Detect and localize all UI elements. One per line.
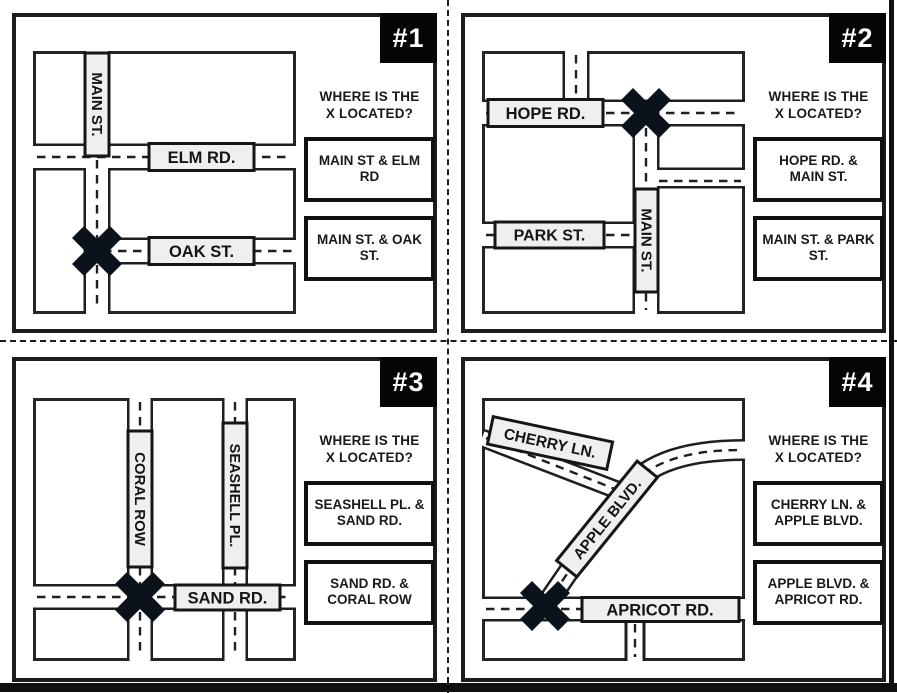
svg-text:PARK ST.: PARK ST. <box>514 228 586 245</box>
page-edge-right <box>889 0 894 686</box>
road-label-coral-row: CORAL ROW <box>126 429 154 569</box>
road-surfaces <box>33 51 296 314</box>
road-casings <box>33 398 296 661</box>
x-marker <box>114 571 166 623</box>
road-surfaces <box>482 431 745 661</box>
x-marker <box>620 87 672 139</box>
worksheet-card-2: #2 <box>461 13 886 333</box>
answer-option-2[interactable]: MAIN ST. & PARK ST. <box>753 215 884 281</box>
road-label-hope-rd: HOPE RD. <box>486 98 605 128</box>
svg-text:APRICOT RD.: APRICOT RD. <box>606 601 713 619</box>
question-panel: WHERE IS THE X LOCATED? HOPE RD. & MAIN … <box>753 17 884 281</box>
answer-option-2[interactable]: APPLE BLVD. & APRICOT RD. <box>753 559 884 625</box>
road-label-main-st: MAIN ST. <box>633 187 660 294</box>
card-number-badge: #4 <box>829 357 886 407</box>
worksheet-card-4: #4 <box>461 357 886 682</box>
question-panel: WHERE IS THE X LOCATED? SEASHELL PL. & S… <box>304 361 435 625</box>
answer-option-1[interactable]: MAIN ST & ELM RD <box>304 136 435 202</box>
road-surfaces <box>33 398 296 661</box>
road-label-park-st: PARK ST. <box>493 220 606 250</box>
question-heading: WHERE IS THE X LOCATED? <box>304 433 435 467</box>
worksheet-card-3: #3 CORAL ROW <box>12 357 437 682</box>
road-surfaces <box>482 51 745 314</box>
road-centerlines <box>485 436 742 657</box>
question-heading: WHERE IS THE X LOCATED? <box>753 89 884 123</box>
svg-text:SEASHELL PL.: SEASHELL PL. <box>226 444 242 548</box>
road-label-oak-st: OAK ST. <box>147 236 256 266</box>
question-line-2: X LOCATED? <box>325 105 414 121</box>
card-number-badge: #2 <box>829 13 886 63</box>
question-line-2: X LOCATED? <box>774 105 863 121</box>
road-centerlines <box>37 402 292 657</box>
map-frame <box>33 398 296 661</box>
street-map-4: CHERRY LN. APPLE BLVD. APRICOT RD. <box>482 398 745 661</box>
street-map-1: MAIN ST. ELM RD. OAK ST. <box>33 51 296 314</box>
vertical-cut-line <box>447 0 449 693</box>
road-label-main-st: MAIN ST. <box>83 51 111 158</box>
question-line-2: X LOCATED? <box>325 449 414 465</box>
road-label-apricot-rd: APRICOT RD. <box>580 596 741 623</box>
road-label-sand-rd: SAND RD. <box>173 583 282 612</box>
question-line-1: WHERE IS THE <box>768 433 869 448</box>
answer-option-2[interactable]: SAND RD. & CORAL ROW <box>304 559 435 625</box>
answer-option-2[interactable]: MAIN ST. & OAK ST. <box>304 215 435 281</box>
question-line-1: WHERE IS THE <box>768 89 869 104</box>
road-label-elm-rd: ELM RD. <box>147 142 256 172</box>
svg-text:CORAL ROW: CORAL ROW <box>131 452 148 547</box>
road-casings <box>482 429 745 661</box>
answer-option-1[interactable]: SEASHELL PL. & SAND RD. <box>304 480 435 546</box>
road-centerlines <box>37 55 292 310</box>
road-label-seashell-pl: SEASHELL PL. <box>221 421 249 570</box>
question-heading: WHERE IS THE X LOCATED? <box>304 89 435 123</box>
question-panel: WHERE IS THE X LOCATED? MAIN ST & ELM RD… <box>304 17 435 281</box>
answer-option-1[interactable]: HOPE RD. & MAIN ST. <box>753 136 884 202</box>
map-frame <box>482 398 745 661</box>
page-edge-bottom <box>0 683 897 692</box>
road-casings <box>33 51 296 314</box>
svg-text:OAK ST.: OAK ST. <box>169 243 234 261</box>
map-frame <box>33 51 296 314</box>
card-number-badge: #1 <box>380 13 437 63</box>
question-line-2: X LOCATED? <box>774 449 863 465</box>
x-marker <box>519 580 571 632</box>
question-line-1: WHERE IS THE <box>319 433 420 448</box>
svg-text:MAIN ST.: MAIN ST. <box>637 208 654 272</box>
worksheet-card-1: #1 MAIN ST. <box>12 13 437 333</box>
street-map-3: CORAL ROW SEASHELL PL. SAND RD. <box>33 398 296 661</box>
svg-text:HOPE RD.: HOPE RD. <box>506 105 586 123</box>
card-number-badge: #3 <box>380 357 437 407</box>
svg-text:MAIN ST.: MAIN ST. <box>88 72 105 136</box>
answer-option-1[interactable]: CHERRY LN. & APPLE BLVD. <box>753 480 884 546</box>
street-map-2: HOPE RD. PARK ST. MAIN ST. <box>482 51 745 314</box>
question-line-1: WHERE IS THE <box>319 89 420 104</box>
svg-text:ELM RD.: ELM RD. <box>168 149 236 167</box>
x-marker <box>71 225 123 277</box>
svg-text:SAND RD.: SAND RD. <box>188 589 268 607</box>
horizontal-cut-line <box>0 340 897 342</box>
question-heading: WHERE IS THE X LOCATED? <box>753 433 884 467</box>
question-panel: WHERE IS THE X LOCATED? CHERRY LN. & APP… <box>753 361 884 625</box>
